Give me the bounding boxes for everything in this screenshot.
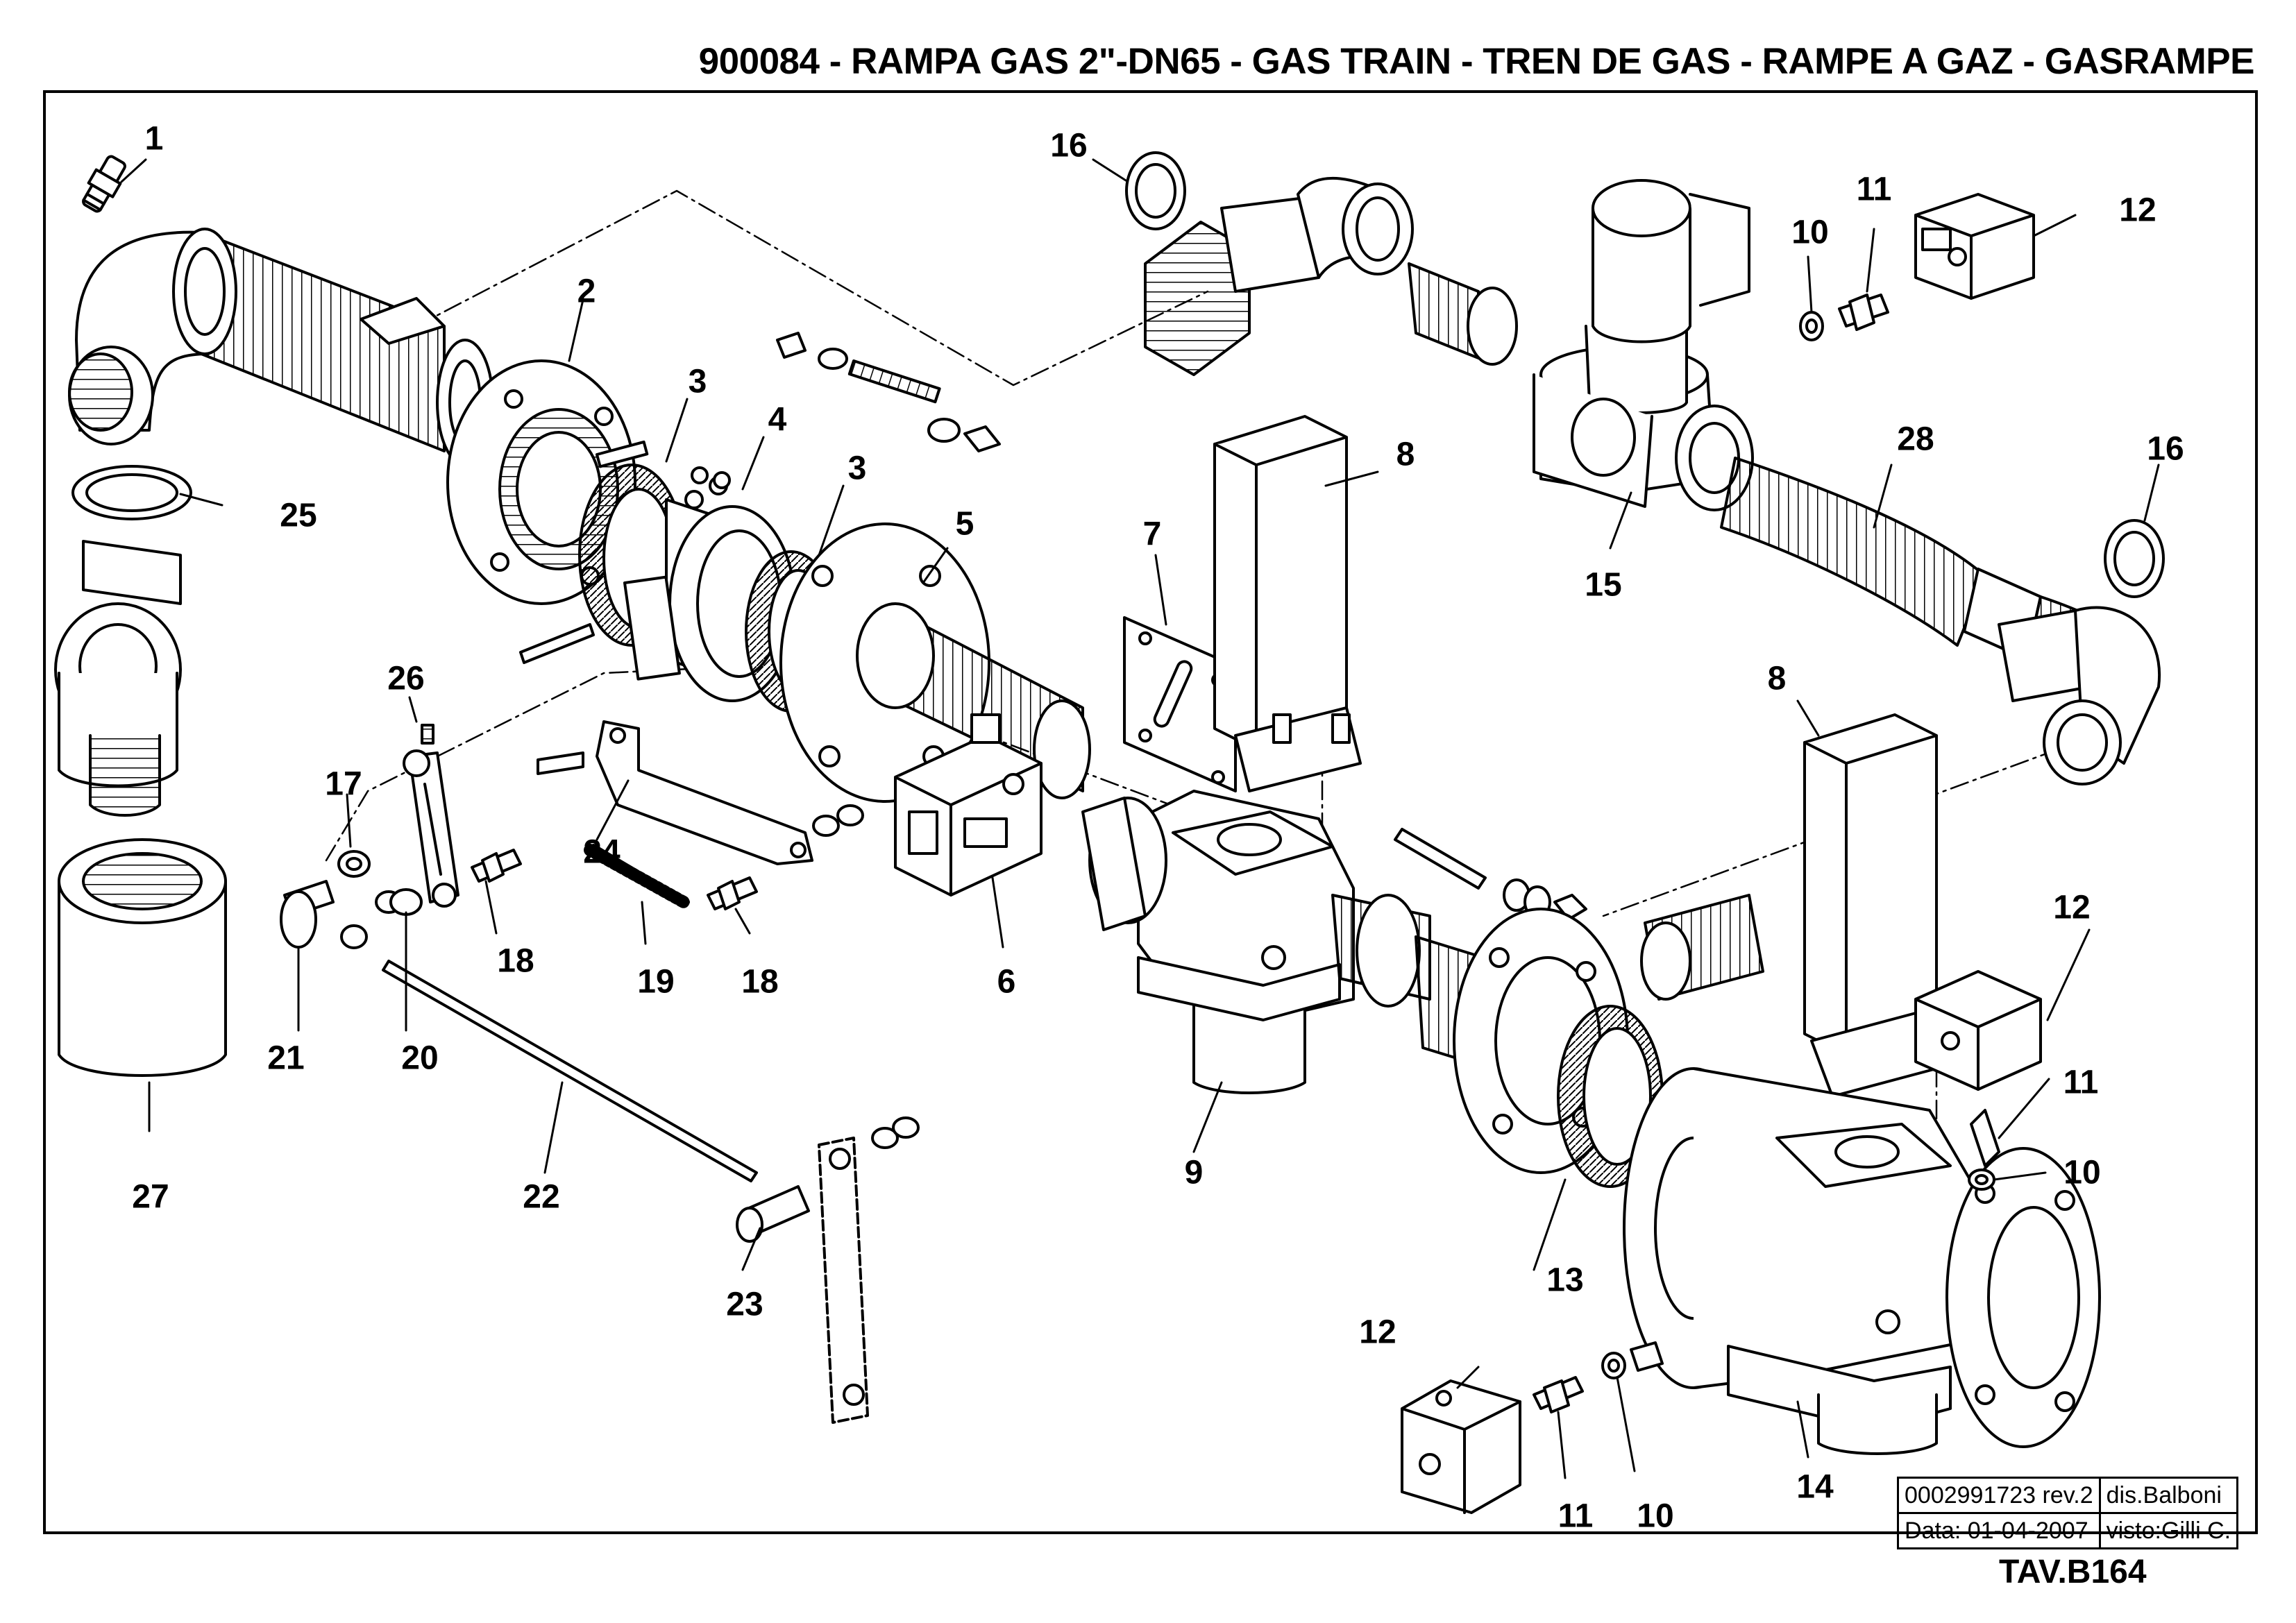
hardware-bolts-nuts bbox=[521, 333, 1586, 919]
part-18-nipple-b bbox=[708, 878, 757, 909]
part-6-pressure-switch bbox=[895, 715, 1041, 895]
callout-10b: 10 bbox=[2063, 1154, 2101, 1191]
part-12-pressure-switch-mid bbox=[1916, 971, 2041, 1089]
callout-19: 19 bbox=[637, 963, 675, 1001]
part-12-pressure-switch-bottom bbox=[1402, 1381, 1520, 1513]
callout-11b: 11 bbox=[2063, 1064, 2099, 1101]
callout-27: 27 bbox=[132, 1178, 169, 1216]
callout-7: 7 bbox=[1142, 516, 1162, 553]
part-20-washers bbox=[376, 890, 421, 915]
callout-8b: 8 bbox=[1767, 660, 1787, 697]
part-16-seal-a bbox=[1126, 153, 1185, 229]
drawing-title: 900084 - RAMPA GAS 2"-DN65 - GAS TRAIN -… bbox=[698, 41, 2255, 82]
callout-12c: 12 bbox=[1359, 1314, 1396, 1351]
part-15-solenoid-valve bbox=[1534, 180, 1753, 510]
part-16-seal-b bbox=[2105, 520, 2163, 597]
callout-25: 25 bbox=[280, 497, 317, 534]
callout-17: 17 bbox=[325, 765, 362, 803]
part-elbow-pipe-upper-left bbox=[69, 229, 493, 465]
part-21-ball-joint bbox=[281, 881, 366, 948]
part-25-gasket bbox=[73, 466, 191, 519]
part-10-washer-bottom bbox=[1603, 1343, 1662, 1378]
drawing-code: 0002991723 rev.2 bbox=[1897, 1477, 2101, 1514]
drawn-by: dis.Balboni bbox=[2098, 1477, 2239, 1514]
part-12-pressure-switch-top bbox=[1916, 194, 2034, 298]
callout-2: 2 bbox=[577, 273, 596, 310]
part-11-nipple-mid bbox=[1971, 1110, 1999, 1166]
part-8-actuator-a bbox=[1215, 416, 1360, 791]
part-27-socket bbox=[59, 840, 226, 1076]
callout-24: 24 bbox=[583, 833, 621, 871]
callout-1: 1 bbox=[144, 120, 164, 158]
callout-6: 6 bbox=[997, 963, 1016, 1001]
part-26-lever bbox=[404, 725, 458, 906]
part-17-bushing bbox=[339, 851, 369, 876]
callout-10c: 10 bbox=[1637, 1497, 1674, 1535]
drawing-date: Data: 01-04-2007 bbox=[1897, 1512, 2101, 1549]
callout-9: 9 bbox=[1184, 1154, 1204, 1191]
callout-5: 5 bbox=[955, 505, 974, 543]
part-11-nipple-bottom bbox=[1534, 1377, 1582, 1412]
part-pipe-nipple-right bbox=[1641, 895, 1763, 999]
callout-16b: 16 bbox=[2147, 430, 2184, 468]
callout-3a: 3 bbox=[688, 363, 707, 400]
lever-arm-bottom bbox=[819, 1118, 918, 1422]
part-18-nipple-a bbox=[472, 850, 521, 881]
callout-leaders bbox=[121, 160, 2159, 1478]
part-5-flange-pipe bbox=[781, 524, 1090, 801]
callout-12a: 12 bbox=[2119, 192, 2156, 229]
part-14-main-valve bbox=[1624, 1069, 2100, 1454]
part-7-mounting-plate bbox=[1124, 618, 1235, 791]
callout-26: 26 bbox=[387, 660, 425, 697]
drawing-frame bbox=[43, 90, 2258, 1534]
callout-14: 14 bbox=[1796, 1468, 1834, 1506]
part-19-spring bbox=[590, 847, 687, 902]
callout-11c: 11 bbox=[1558, 1497, 1594, 1535]
table-reference: TAV.B164 bbox=[1999, 1554, 2147, 1590]
callout-3b: 3 bbox=[847, 450, 867, 487]
callout-4: 4 bbox=[768, 401, 787, 439]
part-24-bracket bbox=[597, 722, 812, 864]
part-elbow-top bbox=[1145, 178, 1517, 375]
callout-22: 22 bbox=[523, 1178, 560, 1216]
callout-11a: 11 bbox=[1856, 171, 1892, 208]
callout-15: 15 bbox=[1585, 566, 1622, 604]
callout-21: 21 bbox=[267, 1039, 305, 1077]
part-elbow-right bbox=[1999, 608, 2159, 784]
part-9-valve-body bbox=[1083, 791, 1430, 1093]
part-10-washer-mid bbox=[1969, 1170, 1994, 1189]
callout-23: 23 bbox=[726, 1286, 763, 1323]
callout-20: 20 bbox=[401, 1039, 439, 1077]
callout-18a: 18 bbox=[497, 942, 534, 980]
callout-18b: 18 bbox=[741, 963, 779, 1001]
part-22-rod bbox=[383, 961, 757, 1181]
callout-8a: 8 bbox=[1396, 436, 1415, 473]
part-8-actuator-b bbox=[1805, 715, 1936, 1096]
checked-by: visto:Gilli C. bbox=[2098, 1512, 2239, 1549]
part-union-left bbox=[56, 541, 180, 815]
callout-12b: 12 bbox=[2053, 889, 2091, 926]
callout-16a: 16 bbox=[1050, 127, 1088, 164]
callout-13: 13 bbox=[1546, 1261, 1584, 1299]
part-23-rod-end bbox=[737, 1187, 809, 1241]
callout-28: 28 bbox=[1897, 420, 1934, 458]
part-1-nipple bbox=[78, 153, 130, 214]
callout-10a: 10 bbox=[1791, 214, 1829, 251]
title-block: 0002991723 rev.2 dis.Balboni Data: 01-04… bbox=[1897, 1477, 2239, 1549]
part-11-nipple-top bbox=[1839, 295, 1888, 330]
part-10-washer-top bbox=[1800, 312, 1823, 340]
